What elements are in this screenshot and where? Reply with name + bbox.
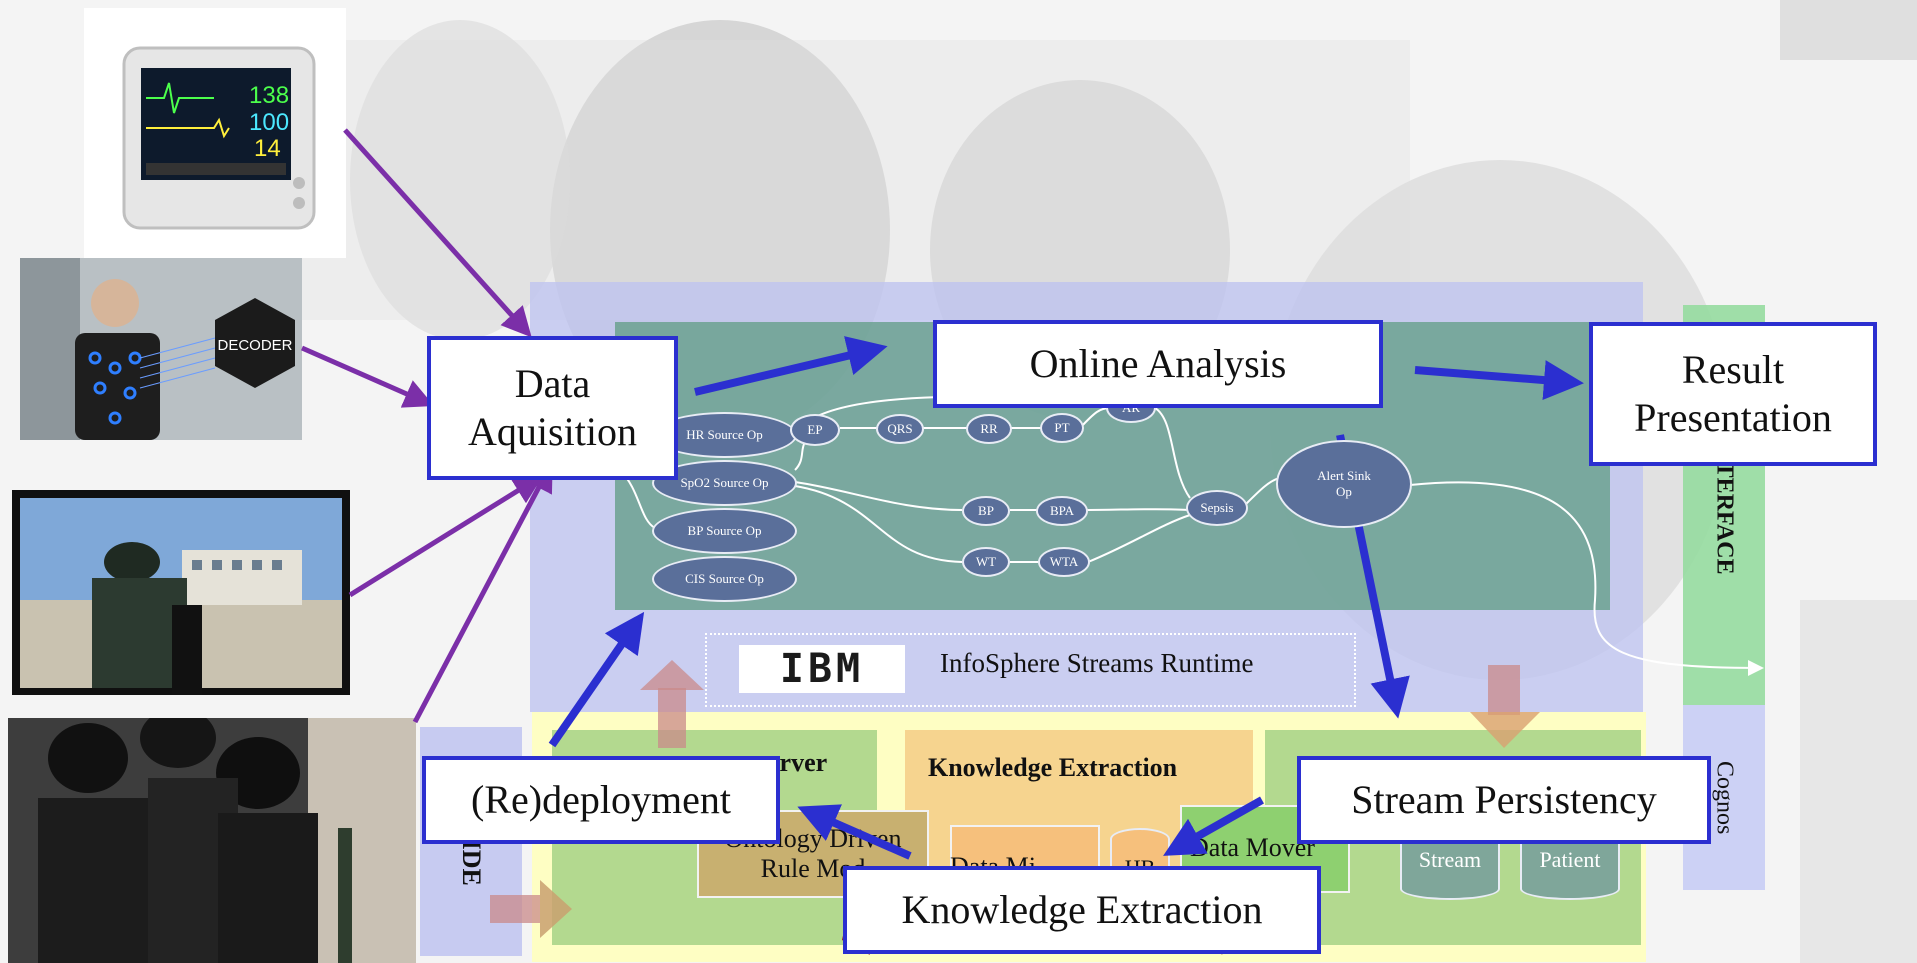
operator-spo2-source-label: SpO2 Source Op — [680, 475, 769, 490]
ibm-logo: IBM — [739, 645, 905, 693]
stream-persistency-label: Stream Persistency — [1351, 777, 1657, 822]
sensor-arrow — [300, 345, 435, 408]
persistency-to-hb-arrow — [1163, 796, 1264, 856]
edge-ar-sepsis — [1154, 407, 1191, 499]
monitor-arrow — [343, 128, 532, 338]
tactical-team-image — [8, 718, 416, 963]
operator-alert-sink: Alert Sink Op — [1276, 440, 1412, 528]
result-presentation-box: Result Presentation — [1589, 322, 1877, 466]
data-acquisition-label: Data Aquisition — [468, 361, 637, 454]
monitor-reading-2: 100 — [249, 109, 289, 136]
decoder-label: DECODER — [217, 337, 292, 354]
operator-pt-label: PT — [1054, 420, 1070, 435]
simulation-arrow — [348, 474, 544, 598]
operator-qrs-label: QRS — [887, 421, 913, 436]
operator-rr-label: RR — [980, 421, 998, 436]
operator-qrs: QRS — [876, 414, 924, 444]
operator-bpa-label: BPA — [1049, 503, 1075, 518]
cognos-label: Cognos — [1711, 760, 1738, 835]
monitor-reading-3: 14 — [254, 135, 281, 162]
online-analysis-box: Online Analysis — [933, 320, 1383, 408]
edge-pt-ar — [1079, 407, 1111, 429]
redeployment-up-arrow — [548, 611, 645, 748]
edge-spo2-bp — [794, 481, 963, 511]
operator-sepsis: Sepsis — [1186, 490, 1248, 526]
ide-right-arrow — [490, 880, 572, 938]
knowledge-extraction-stage-label: Knowledge Extraction — [901, 887, 1263, 932]
operator-bp-source: BP Source Op — [652, 508, 797, 554]
operator-bpa: BPA — [1036, 496, 1088, 526]
operator-pt: PT — [1040, 413, 1084, 443]
online-analysis-label: Online Analysis — [1029, 341, 1287, 386]
data-mover-label: Data Mover — [1190, 833, 1315, 862]
operator-cis-source-label: CIS Source Op — [685, 571, 764, 586]
edge-alert-interface — [1409, 481, 1764, 676]
acquisition-to-analysis-arrow — [694, 336, 888, 396]
operator-rr: RR — [966, 414, 1012, 444]
edge-bpa-sepsis — [1084, 508, 1191, 511]
operator-sepsis-label: Sepsis — [1200, 500, 1234, 515]
knowledge-extraction-stage-box: Knowledge Extraction — [843, 866, 1321, 954]
runtime-bar — [705, 633, 1356, 707]
operator-bp-label: BP — [978, 503, 994, 518]
knowledge-extraction-title: Knowledge Extraction — [928, 753, 1178, 782]
patient-store-label: Patient — [1539, 847, 1601, 872]
operator-ep: EP — [790, 414, 840, 446]
operator-ep-label: EP — [807, 422, 823, 437]
runtime-label: InfoSphere Streams Runtime — [940, 648, 1254, 678]
wearable-sensor-image: DECODER — [20, 258, 302, 440]
operator-bp-source-label: BP Source Op — [687, 523, 762, 538]
stream-persistency-box: Stream Persistency — [1297, 756, 1711, 844]
patient-monitor-image: 138 100 14 — [84, 8, 346, 258]
extraction-to-redeployment-arrow — [797, 804, 912, 860]
operator-wta-label: WTA — [1049, 554, 1079, 569]
persistency-down-arrow — [1470, 665, 1540, 748]
edge-spo2-ep — [794, 441, 806, 471]
cognos-label-container: Cognos — [1683, 705, 1765, 890]
result-presentation-label: Result Presentation — [1634, 347, 1832, 440]
operator-wt: WT — [962, 547, 1010, 577]
simulation-screen-image — [12, 490, 350, 695]
operator-bp: BP — [962, 496, 1010, 526]
edge-wta-sepsis — [1087, 514, 1191, 563]
operator-wta: WTA — [1038, 547, 1090, 577]
edge-sepsis-alert — [1244, 477, 1281, 506]
analysis-to-presentation-arrow — [1414, 360, 1584, 401]
edge-spo2-wt — [794, 485, 963, 563]
operator-alert-sink-label: Alert Sink Op — [1317, 468, 1371, 499]
operator-hr-source-label: HR Source Op — [686, 427, 763, 442]
redeployment-label: (Re)deployment — [471, 777, 731, 822]
redeployment-box: (Re)deployment — [422, 756, 780, 844]
team-arrow — [412, 461, 553, 724]
operator-cis-source: CIS Source Op — [652, 556, 797, 602]
data-acquisition-box: Data Aquisition — [427, 336, 678, 480]
ibm-logo-text: IBM — [779, 646, 865, 692]
monitor-reading-1: 138 — [249, 82, 289, 109]
operator-wt-label: WT — [975, 554, 997, 569]
runtime-up-arrow — [640, 660, 704, 748]
stream-store-label: Stream — [1418, 847, 1482, 872]
